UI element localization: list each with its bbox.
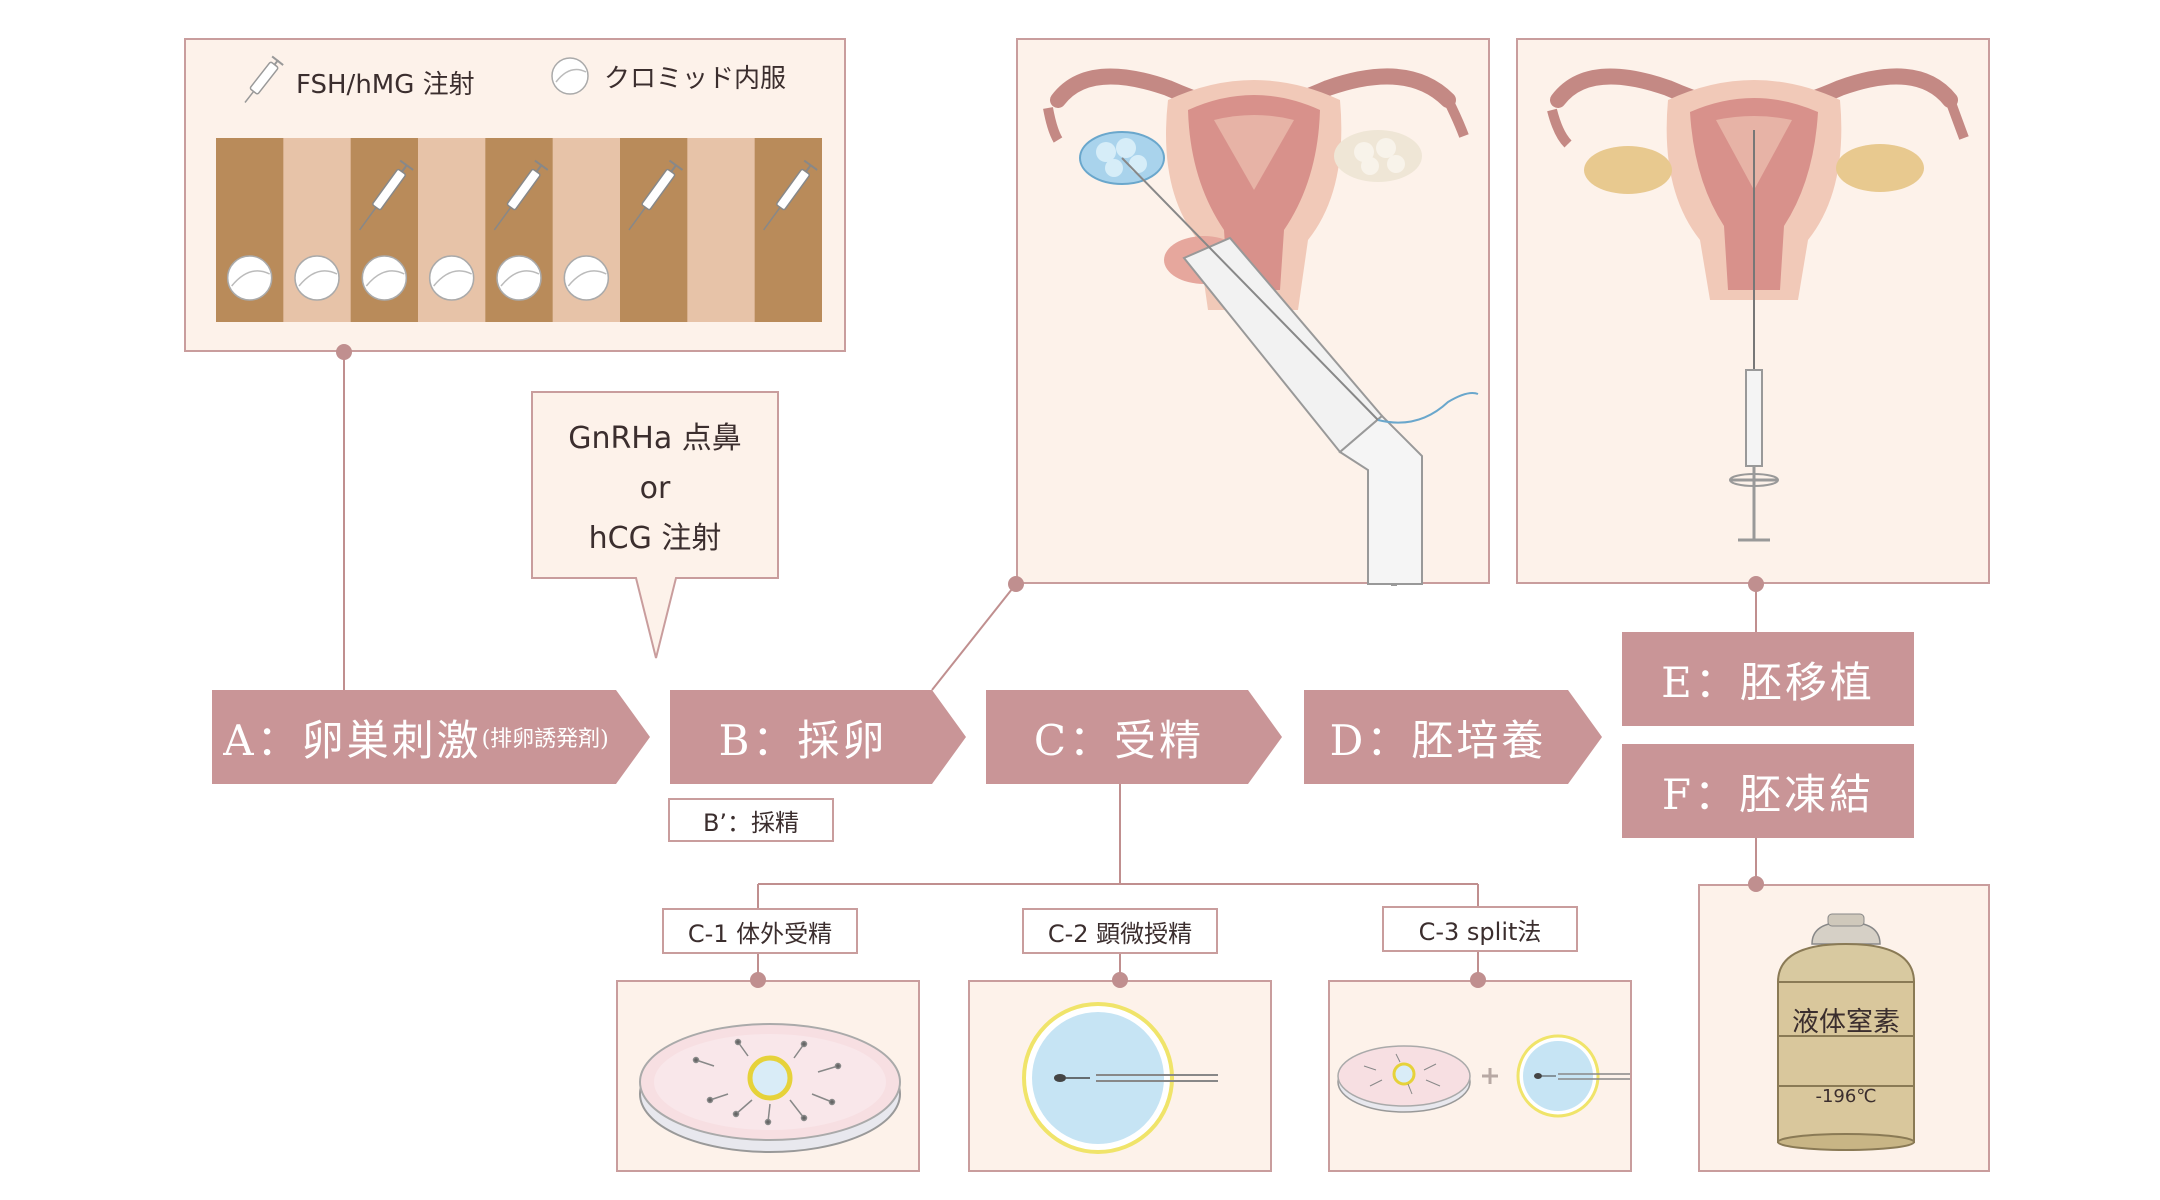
step-a-ovarian-stimulation: A：卵巣刺激(排卵誘発剤)	[212, 690, 650, 784]
cycle-calendar	[216, 138, 822, 322]
legend-injection: FSH/hMG 注射	[238, 54, 475, 110]
tank-temperature: -196℃	[1815, 1086, 1877, 1107]
icsi-panel	[968, 980, 1272, 1172]
legend-pill: クロミッド内服	[548, 54, 786, 98]
legend-injection-label: FSH/hMG 注射	[296, 69, 475, 100]
embryo-transfer-panel	[1516, 38, 1990, 584]
syringe-icon	[359, 159, 414, 231]
trigger-line-2: or	[639, 471, 671, 506]
connector-dot	[1748, 576, 1764, 592]
calendar-day	[552, 138, 621, 322]
calendar-day	[283, 138, 352, 322]
stimulation-calendar-panel: FSH/hMG 注射 クロミッド内服	[184, 38, 846, 352]
connector-dot	[1112, 972, 1128, 988]
ivf-dish-panel	[616, 980, 920, 1172]
pill-icon	[551, 57, 589, 95]
freezing-panel: 液体窒素 -196℃	[1698, 884, 1990, 1172]
step-b-egg-retrieval: B：採卵	[670, 690, 966, 784]
connector-dot	[750, 972, 766, 988]
icsi-egg-illustration	[1022, 1002, 1218, 1154]
method-c3-split: C-3 split法	[1382, 906, 1578, 952]
tank-label: 液体窒素	[1792, 1007, 1900, 1038]
step-b-prime-sperm-collection: B’：採精	[668, 798, 834, 842]
syringe-icon	[628, 159, 684, 231]
method-c1-ivf: C-1 体外受精	[662, 908, 858, 954]
calendar-day	[350, 138, 419, 322]
step-a-sublabel: (排卵誘発剤)	[481, 727, 609, 752]
pill-icon	[496, 255, 542, 301]
step-d-embryo-culture: D：胚培養	[1304, 690, 1602, 784]
uterus-retrieval-illustration	[1043, 68, 1479, 586]
step-c-fertilization: C：受精	[986, 690, 1282, 784]
uterus-transfer-illustration	[1547, 68, 1969, 542]
syringe-icon	[244, 55, 284, 103]
step-f-embryo-freezing: F：胚凍結	[1622, 744, 1914, 838]
connector-dot	[336, 344, 352, 360]
calendar-day	[687, 138, 756, 322]
step-a-label: A：卵巣刺激	[223, 715, 482, 765]
syringe-icon	[763, 159, 818, 231]
connector-dot	[1470, 972, 1486, 988]
connector-dot	[1748, 876, 1764, 892]
trigger-callout-text: GnRHa 点鼻 or hCG 注射	[532, 414, 778, 564]
petri-dish-illustration	[639, 1023, 901, 1153]
trigger-line-1: GnRHa 点鼻	[568, 421, 742, 456]
step-b-label: B：採卵	[718, 715, 888, 765]
egg-retrieval-panel	[1016, 38, 1490, 586]
liquid-nitrogen-tank-illustration	[1776, 913, 1916, 1151]
pill-icon	[563, 255, 610, 301]
step-e-embryo-transfer: E：胚移植	[1622, 632, 1914, 726]
step-f-label: F：胚凍結	[1661, 769, 1875, 819]
syringe-icon	[493, 159, 549, 231]
pill-icon	[428, 255, 475, 301]
calendar-day	[485, 138, 554, 322]
pill-icon	[294, 255, 340, 301]
trigger-line-3: hCG 注射	[588, 521, 722, 556]
legend-pill-label: クロミッド内服	[604, 63, 787, 94]
pill-icon	[361, 255, 408, 301]
split-method-illustration	[1337, 1034, 1630, 1118]
calendar-day	[216, 138, 284, 322]
calendar-day	[620, 138, 688, 322]
split-method-panel	[1328, 980, 1632, 1172]
calendar-day	[754, 138, 822, 322]
calendar-day	[418, 138, 486, 322]
method-c2-icsi: C-2 顕微授精	[1022, 908, 1218, 954]
pill-icon	[226, 255, 273, 301]
step-d-label: D：胚培養	[1329, 715, 1547, 765]
step-c-label: C：受精	[1033, 715, 1205, 765]
step-e-label: E：胚移植	[1661, 657, 1875, 707]
connector-dot	[1008, 576, 1024, 592]
